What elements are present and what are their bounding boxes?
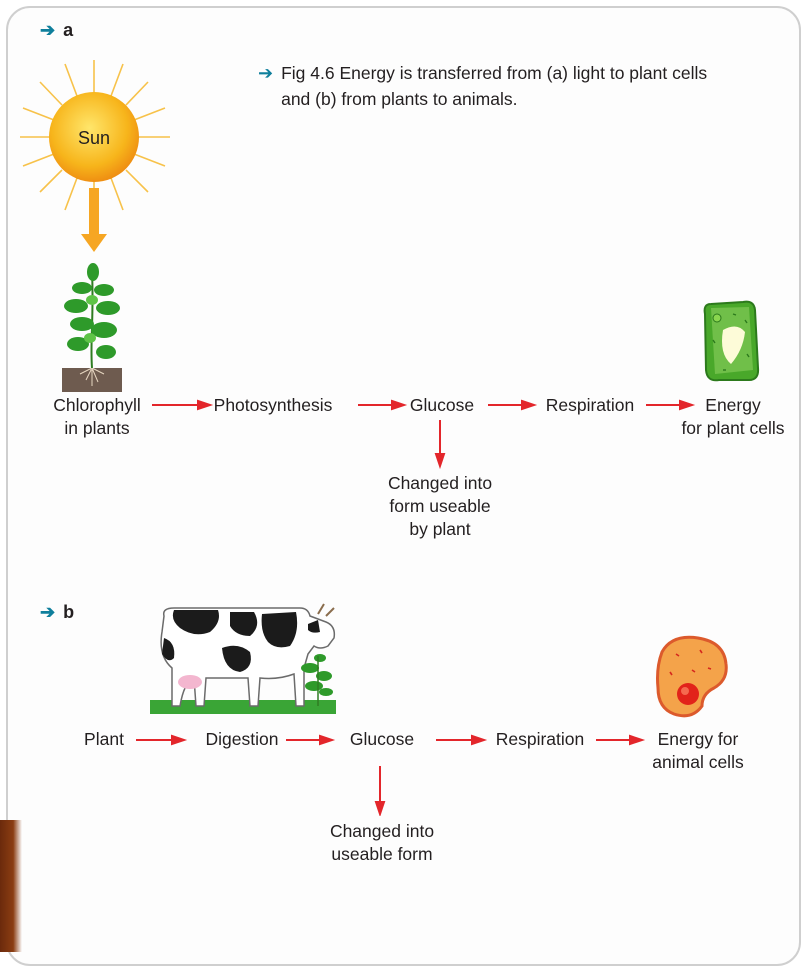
animal-cell-icon xyxy=(656,635,728,718)
flow-a-branch: Changed into form useable by plant xyxy=(387,473,493,539)
flow-b-arrows xyxy=(136,734,646,816)
caption-arrow-icon: ➔ xyxy=(258,63,274,83)
sun-icon xyxy=(20,60,170,252)
cow-icon xyxy=(150,603,336,714)
flow-b-branch: Changed into useable form xyxy=(329,821,435,864)
figure-frame xyxy=(6,6,801,966)
page-edge-decoration xyxy=(0,820,22,952)
flow-b-plant: Plant xyxy=(84,729,124,749)
flow-b-energy: Energy for animal cells xyxy=(652,729,744,772)
flow-a-photosynthesis: Photosynthesis xyxy=(213,395,333,415)
sun-label: Sun xyxy=(77,128,111,148)
caption-line-2: and (b) from plants to animals. xyxy=(281,89,518,109)
flow-b-glucose: Glucose xyxy=(349,729,415,749)
flow-a-energy: Energy for plant cells xyxy=(681,395,785,438)
plant-cell-icon xyxy=(703,300,760,382)
flow-a-arrows xyxy=(152,399,696,470)
section-b-label: ➔ b xyxy=(40,602,75,622)
section-a-label: ➔ a xyxy=(40,20,74,40)
caption-line-1: Fig 4.6 Energy is transferred from (a) l… xyxy=(281,63,708,83)
flow-a-chlorophyll: Chlorophyll in plants xyxy=(53,395,141,438)
flow-a-glucose: Glucose xyxy=(409,395,475,415)
section-arrow-icon: ➔ xyxy=(40,602,56,622)
plant-icon xyxy=(62,263,122,392)
section-arrow-icon: ➔ xyxy=(40,20,56,40)
figure-caption: ➔ Fig 4.6 Energy is transferred from (a)… xyxy=(258,60,707,112)
flow-b-digestion: Digestion xyxy=(205,729,279,749)
flow-a-respiration: Respiration xyxy=(545,395,635,415)
flow-b-respiration: Respiration xyxy=(495,729,585,749)
